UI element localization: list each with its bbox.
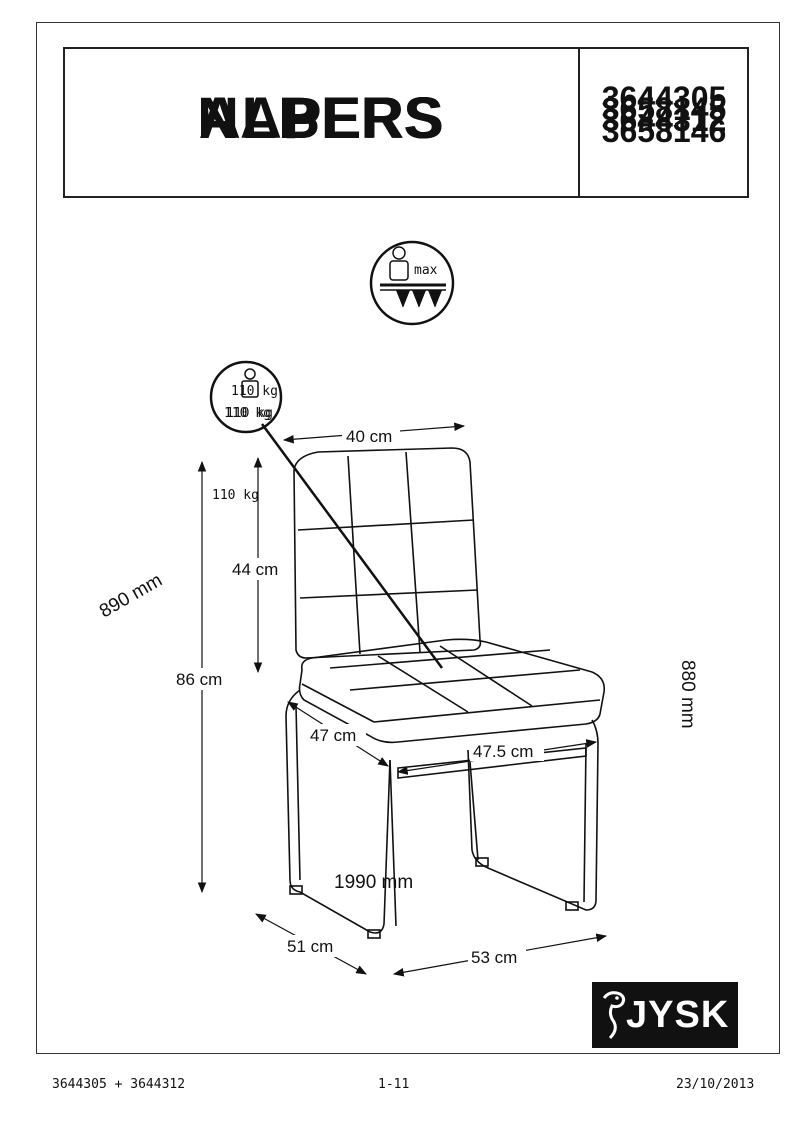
max-load-icon bbox=[369, 240, 455, 326]
kg-load-icon bbox=[209, 360, 283, 434]
kg-label-c: 110 kg bbox=[226, 406, 273, 421]
dim-back-height: 44 cm bbox=[232, 560, 278, 579]
item-code-2: 3658145 bbox=[601, 91, 727, 127]
kg-label-b: 110 kg bbox=[224, 406, 271, 421]
dim-total-height: 86 cm bbox=[176, 670, 222, 689]
kg-label-a: 110 kg bbox=[231, 384, 278, 399]
dim-side-880: 880 mm bbox=[677, 660, 698, 729]
dim-seat-width: 47.5 cm bbox=[473, 742, 533, 761]
dim-diag-890: 890 mm bbox=[96, 570, 166, 623]
jysk-logo-text: JYSK bbox=[626, 994, 730, 1036]
product-title-line-3: ALBERS bbox=[198, 86, 444, 151]
dim-width-bottom: 53 cm bbox=[471, 948, 517, 967]
item-code-1: 3644305 bbox=[601, 80, 727, 116]
item-code-4: 3658146 bbox=[601, 113, 727, 149]
dim-seat-depth: 47 cm bbox=[310, 726, 356, 745]
item-codes: 3644305 3658145 3644312 3658146 bbox=[580, 48, 748, 197]
item-code-3: 3644312 bbox=[601, 102, 727, 138]
footer-item-codes: 3644305 + 3644312 bbox=[52, 1077, 186, 1092]
dim-width-top: 40 cm bbox=[346, 427, 392, 446]
kg-label-d: 110 kg bbox=[212, 488, 259, 503]
footer-date: 23/10/2013 bbox=[676, 1077, 755, 1092]
dim-depth-bottom: 51 cm bbox=[287, 937, 333, 956]
product-title: NAPERS ALBERS ALBERS bbox=[64, 48, 578, 197]
product-title-line-2: ALBERS bbox=[198, 86, 444, 151]
dim-mid-1990: 1990 mm bbox=[334, 872, 413, 893]
jysk-bird-icon bbox=[602, 991, 626, 1040]
page-frame bbox=[36, 22, 780, 1054]
header-divider bbox=[578, 47, 580, 198]
header-box bbox=[63, 47, 749, 198]
footer-page-number: 1-11 bbox=[378, 1077, 410, 1092]
max-label: max bbox=[414, 263, 438, 278]
jysk-logo: JYSK bbox=[592, 982, 738, 1048]
product-title-line-1: NAPERS bbox=[197, 86, 445, 151]
load-leader-line bbox=[260, 423, 444, 669]
